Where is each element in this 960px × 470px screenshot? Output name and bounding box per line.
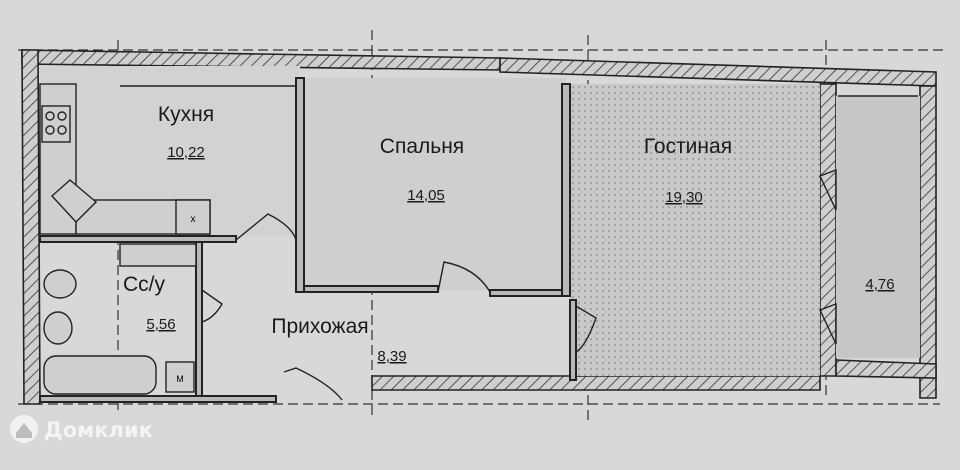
basin-icon [43, 311, 73, 345]
balcony-area: 4,76 [865, 276, 894, 293]
bedroom-label: Спальня [380, 135, 464, 158]
bedroom-area: 14,05 [407, 187, 445, 204]
fridge-mark: x [191, 214, 196, 225]
bathtub-icon [43, 355, 157, 395]
living-area: 19,30 [665, 189, 703, 206]
domclick-logo-icon [10, 415, 38, 443]
interior-walls [39, 77, 918, 403]
sink-icon [51, 179, 98, 224]
hallway-area: 8,39 [377, 348, 406, 365]
bathroom-fixtures: M [43, 243, 197, 395]
kitchen-label: Кухня [158, 103, 214, 126]
kitchen-area: 10,22 [167, 144, 205, 161]
kitchen-fixtures: x [39, 83, 211, 235]
washer-icon [165, 361, 195, 393]
door-swings [201, 168, 837, 401]
domclick-watermark: Домклик [10, 415, 153, 443]
living-label: Гостиная [644, 135, 732, 158]
watermark-text: Домклик [44, 418, 153, 442]
toilet-icon [43, 269, 77, 299]
bathroom-area: 5,56 [146, 316, 175, 333]
fridge-icon [175, 199, 211, 235]
hallway-label: Прихожая [271, 315, 368, 338]
cabinet-icon [119, 243, 197, 267]
stove-icon [41, 105, 71, 143]
bathroom-label: Сс/у [123, 273, 166, 296]
exterior-walls [21, 49, 937, 405]
washer-mark: M [176, 374, 184, 384]
